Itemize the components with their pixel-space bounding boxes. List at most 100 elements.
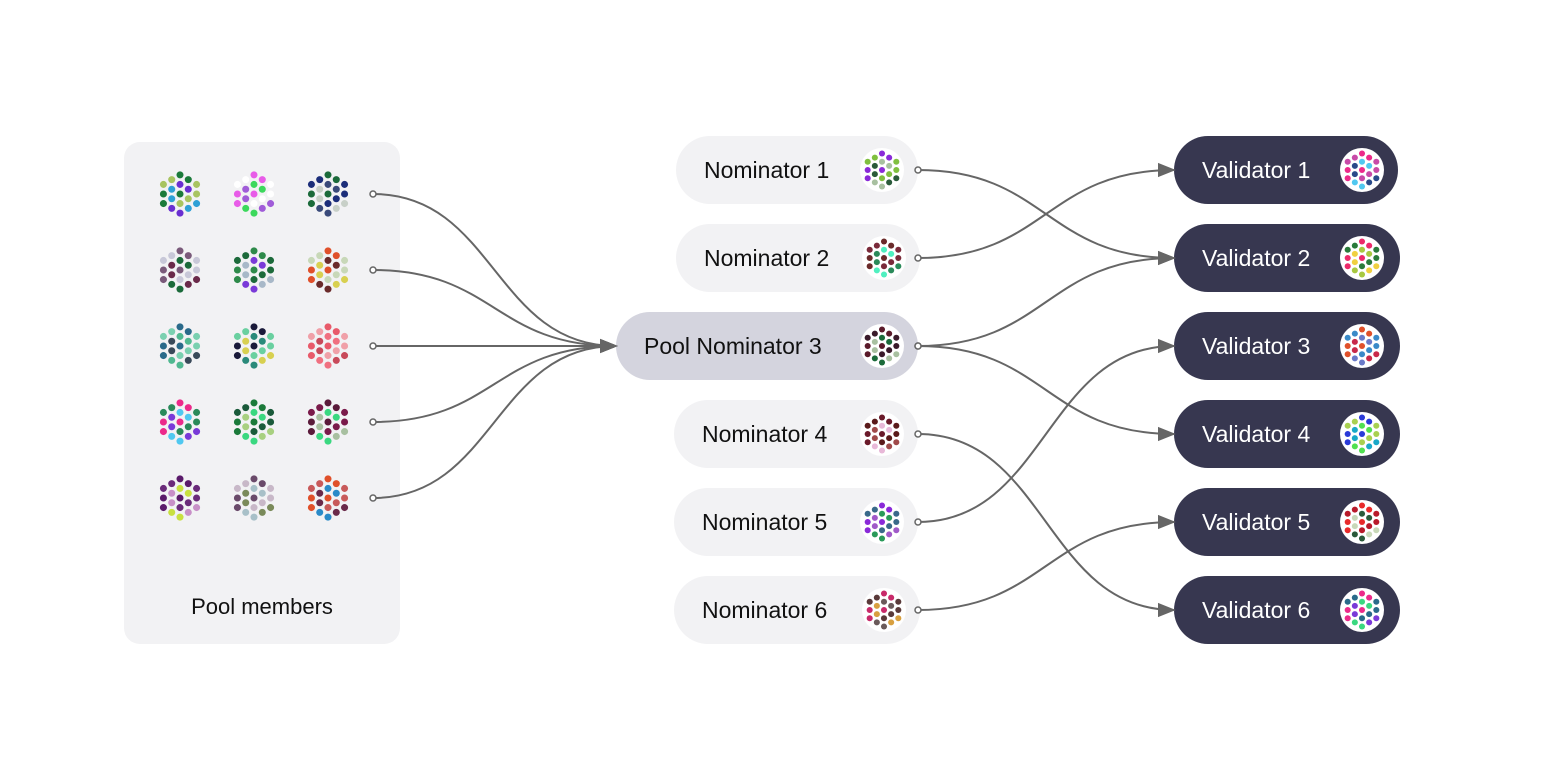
identicon-dot xyxy=(880,606,888,614)
identicon-dot xyxy=(1358,326,1366,333)
identicon-dot xyxy=(341,418,349,426)
identicon-dot xyxy=(324,209,332,217)
edge-source-dot xyxy=(914,606,922,614)
identicon-dot xyxy=(250,494,258,502)
identicon-dot xyxy=(895,606,902,614)
identicon-dot xyxy=(1373,606,1380,614)
identicon-dot xyxy=(324,494,332,502)
identicon-dot xyxy=(1351,611,1358,618)
identicon-dot xyxy=(1344,351,1351,358)
identicon-dot xyxy=(893,166,900,174)
identicon-dot xyxy=(233,180,241,188)
pool-member-identicon xyxy=(307,247,349,293)
identicon-dot xyxy=(307,256,315,264)
identicon-dot xyxy=(1358,246,1366,253)
identicon-dot xyxy=(258,280,266,288)
identicon-dot xyxy=(307,332,315,340)
identicon-dot xyxy=(1358,342,1366,350)
identicon-dot xyxy=(878,166,886,174)
identicon-dot xyxy=(324,323,332,331)
identicon-dot xyxy=(893,527,900,534)
identicon-dot xyxy=(888,259,895,266)
identicon-dot xyxy=(258,328,266,336)
validator-identicon xyxy=(1344,590,1380,630)
identicon-dot xyxy=(1373,598,1380,605)
identicon-dot xyxy=(184,480,192,488)
identicon-dot xyxy=(1344,254,1351,262)
identicon-dot xyxy=(878,414,886,421)
identicon-dot xyxy=(250,323,258,331)
identicon-dot xyxy=(307,484,315,492)
pool-member-identicon xyxy=(233,323,275,369)
identicon-dot xyxy=(1366,514,1373,521)
identicon-dot xyxy=(871,171,878,178)
identicon-dot xyxy=(873,594,880,601)
identicon-dot xyxy=(1344,606,1351,614)
identicon-dot xyxy=(1366,171,1373,178)
identicon-dot xyxy=(233,418,241,426)
identicon-dot xyxy=(233,256,241,264)
identicon-dot xyxy=(258,356,266,364)
identicon-dot xyxy=(184,204,192,212)
identicon-dot xyxy=(332,508,340,516)
identicon-dot xyxy=(324,276,332,284)
edge-source-dot xyxy=(369,494,377,502)
identicon-dot xyxy=(1351,418,1358,425)
identicon-dot xyxy=(1366,443,1373,450)
identicon-dot xyxy=(1351,443,1358,450)
nominator-node: Nominator 2 xyxy=(676,224,920,292)
identicon-dot xyxy=(1351,594,1358,601)
identicon-dot xyxy=(258,423,266,431)
identicon-dot xyxy=(324,352,332,360)
identicon-dot xyxy=(316,261,324,269)
identicon-dot xyxy=(193,484,201,492)
identicon-dot xyxy=(258,489,266,497)
identicon-dot xyxy=(886,531,893,538)
identicon-dot xyxy=(176,332,184,340)
identicon-dot xyxy=(871,179,878,186)
identicon-dot xyxy=(242,489,250,497)
identicon-dot xyxy=(332,499,340,507)
identicon-dot xyxy=(242,195,250,203)
identicon-dot xyxy=(1358,422,1366,429)
identicon-dot xyxy=(316,195,324,203)
identicon-dot xyxy=(1373,351,1380,358)
identicon-dot xyxy=(871,355,878,362)
identicon-dot xyxy=(332,195,340,203)
identicon-dot xyxy=(873,250,880,257)
identicon-dot xyxy=(242,432,250,440)
identicon-dot xyxy=(233,494,241,502)
identicon-dot xyxy=(1344,342,1351,350)
identicon-dot xyxy=(880,598,888,605)
identicon-dot xyxy=(1358,447,1366,454)
identicon-dot xyxy=(1351,330,1358,337)
identicon-dot xyxy=(242,356,250,364)
identicon-dot xyxy=(1344,518,1351,526)
identicon-dot xyxy=(886,426,893,433)
identicon-dot xyxy=(871,506,878,513)
identicon-dot xyxy=(250,428,258,436)
identicon-dot xyxy=(250,256,258,264)
pool-members-panel: Pool members xyxy=(124,142,400,644)
identicon-dot xyxy=(1351,259,1358,266)
identicon-dot xyxy=(193,408,201,416)
identicon-dot xyxy=(888,250,895,257)
validator-avatar xyxy=(1340,500,1384,544)
identicon-dot xyxy=(267,256,275,264)
identicon-dot xyxy=(307,266,315,274)
edge-arrow xyxy=(372,338,618,423)
identicon-dot xyxy=(316,185,324,193)
identicon-dot xyxy=(250,171,258,179)
edge-arrow xyxy=(917,250,1176,347)
identicon-dot xyxy=(324,475,332,483)
identicon-dot xyxy=(873,619,880,626)
identicon-dot xyxy=(258,432,266,440)
identicon-dot xyxy=(316,356,324,364)
identicon-dot xyxy=(267,276,275,284)
identicon-dot xyxy=(864,518,871,526)
nominator-identicon xyxy=(864,150,900,190)
identicon-dot xyxy=(250,437,258,445)
identicon-dot xyxy=(1373,254,1380,262)
identicon-dot xyxy=(864,175,871,182)
identicon-dot xyxy=(880,590,888,597)
